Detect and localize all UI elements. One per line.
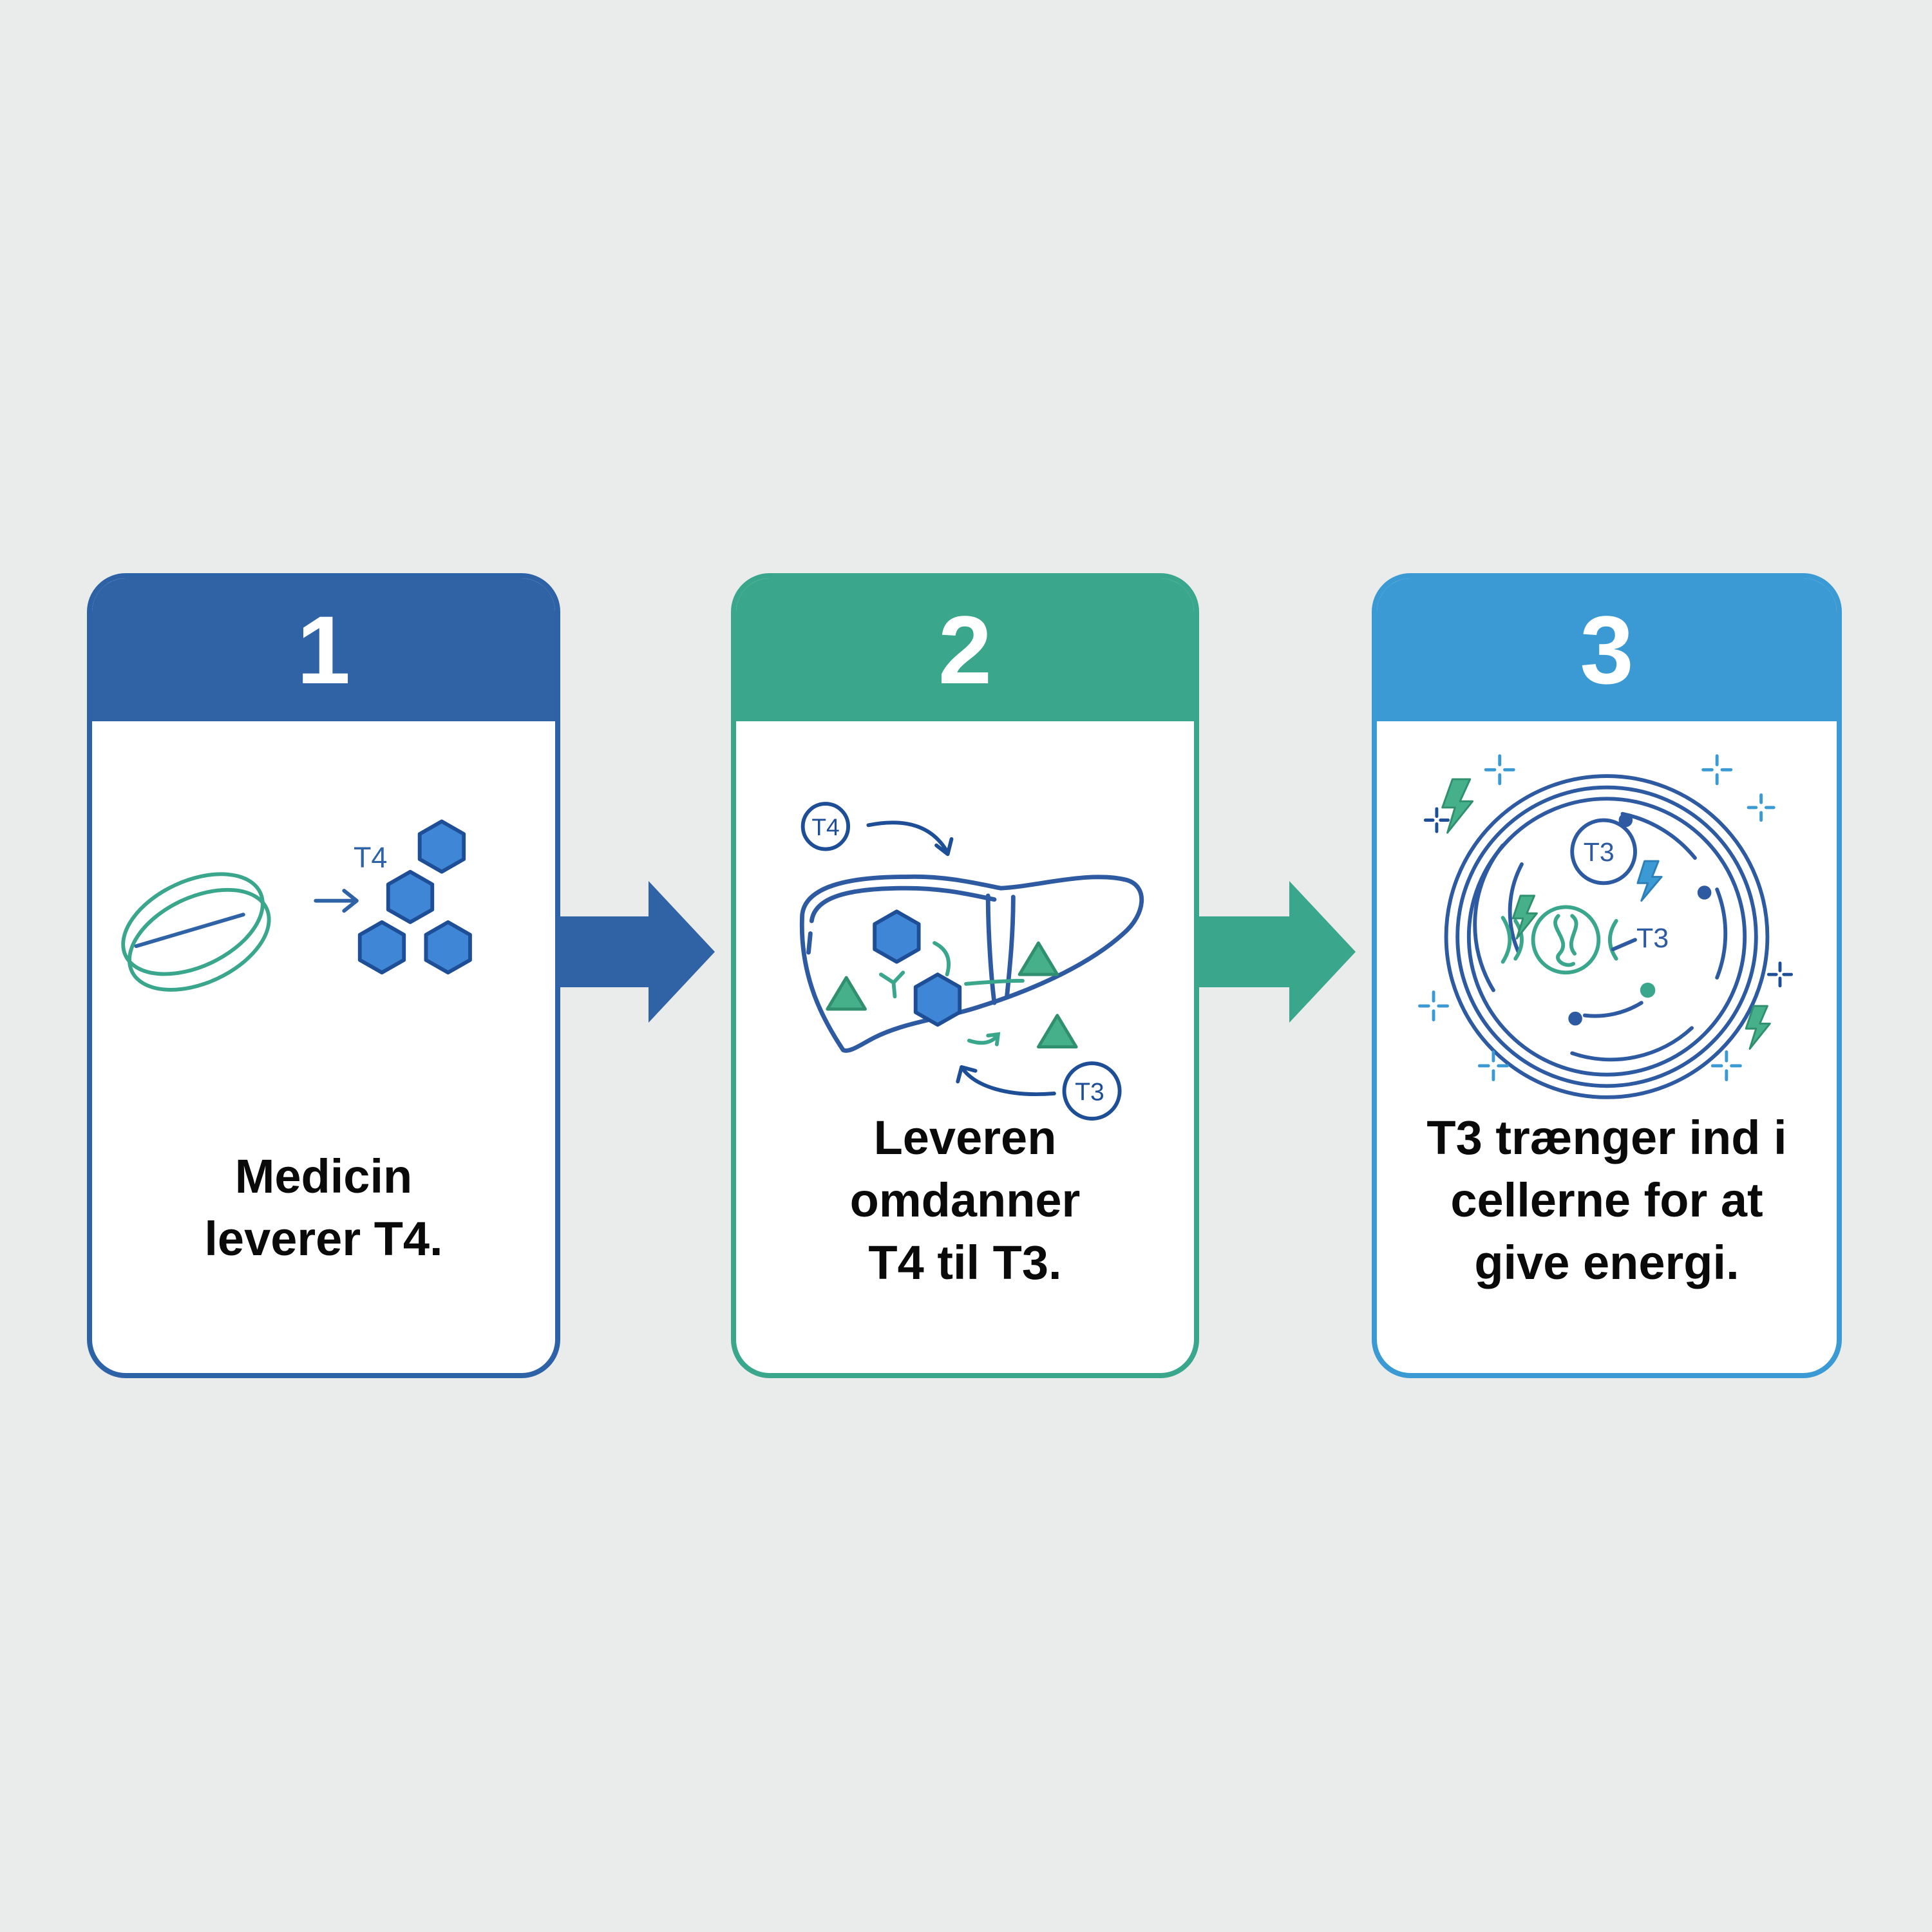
step-number-header: 2: [736, 578, 1194, 721]
step-description: Leveren omdanner T4 til T3.: [849, 1111, 1081, 1289]
dot-icon: [1640, 982, 1656, 998]
step-card-1: 1 T4 Medicin leverer T4.: [87, 573, 560, 1378]
t3-label: T3: [1636, 923, 1669, 954]
cell-energy-icon: T3 T3: [1418, 754, 1794, 1099]
liver-icon: [799, 874, 1144, 1053]
cell-icon: [1444, 774, 1770, 1099]
step-number: 1: [296, 596, 351, 704]
t3-badge: [1062, 1061, 1122, 1121]
sparkle-icon: [1418, 754, 1776, 1081]
curved-arrow-icon: [956, 1065, 1056, 1096]
lightning-bolt-icon: [1441, 778, 1771, 1050]
t4-label: T4: [354, 841, 388, 874]
arrow-icon: [314, 889, 359, 913]
t3-label: T3: [1075, 1079, 1104, 1106]
pill-to-molecule-icon: T4: [121, 819, 472, 992]
step-number: 3: [1580, 596, 1634, 704]
t3-label: T3: [1584, 837, 1615, 867]
step-number-header: 1: [92, 578, 555, 721]
t4-badge: [800, 802, 851, 851]
step-card-2: 2 T4: [731, 573, 1199, 1378]
curved-arrow-icon: [866, 820, 954, 857]
hexagon-molecules-icon: [357, 819, 472, 975]
lightning-bolt-icon: [1636, 860, 1663, 902]
pill-icon: [121, 872, 271, 992]
liver-conversion-icon: T4: [799, 802, 1144, 1121]
step-card-3: 3 T3: [1372, 573, 1842, 1378]
step-number-header: 3: [1377, 578, 1837, 721]
mitochondrion-icon: [1501, 905, 1618, 975]
t4-label: T4: [811, 813, 839, 840]
step-description: T3 trænger ind i cellerne for at give en…: [1426, 1111, 1787, 1289]
flow-arrow-2: [1196, 881, 1356, 1023]
step-number: 2: [938, 596, 992, 704]
t3-triangle-icon: [826, 941, 1078, 1049]
t4-hexagon-icon: [873, 909, 962, 1027]
conversion-lines: [879, 941, 1025, 1046]
sparkle-icon: [1423, 807, 1794, 988]
flow-arrow-1: [555, 881, 715, 1023]
step-description: Medicin leverer T4.: [204, 1150, 443, 1265]
t3-badge: [1570, 818, 1637, 886]
cell-inner-arcs: [1473, 811, 1728, 1062]
